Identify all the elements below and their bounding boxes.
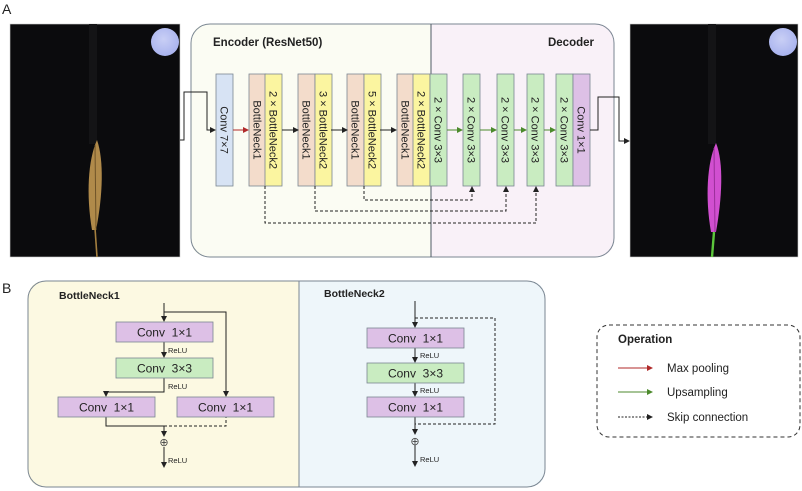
encoder-block-label: 2 × BottleNeck2 bbox=[415, 91, 427, 169]
bn1-relu-2: ReLU bbox=[168, 382, 187, 391]
bn2-conv3x3: Conv 3×3 bbox=[366, 362, 465, 384]
svg-text:Max pooling: Max pooling bbox=[667, 363, 729, 375]
decoder-block-4: 2 × Conv 3×3 bbox=[526, 73, 545, 187]
bn1-conv1x1-a: Conv 1×1 bbox=[115, 321, 214, 343]
encoder-block-4: BottleNeck1 bbox=[297, 73, 316, 187]
bn2-relu-out: ReLU bbox=[420, 455, 439, 464]
decoder-block-2: 2 × Conv 3×3 bbox=[462, 73, 481, 187]
bn1-conv3x3: Conv 3×3 bbox=[115, 357, 214, 379]
svg-text:Conv 1×1: Conv 1×1 bbox=[388, 332, 443, 346]
segmented-spike-icon bbox=[707, 143, 722, 258]
encoder-block-9: 2 × BottleNeck2 bbox=[412, 73, 431, 187]
svg-text:Conv 1×1: Conv 1×1 bbox=[388, 401, 443, 415]
panel-label-a: A bbox=[2, 1, 12, 17]
decoder-block-5: 2 × Conv 3×3 bbox=[555, 73, 574, 187]
svg-text:Upsampling: Upsampling bbox=[667, 387, 728, 399]
bn2-relu-1: ReLU bbox=[420, 351, 439, 360]
encoder-block-label: Conv 7×7 bbox=[218, 106, 230, 153]
legend: Operation Max pooling Upsampling Skip co… bbox=[596, 324, 801, 438]
decoder-block-3: 2 × Conv 3×3 bbox=[496, 73, 515, 187]
svg-text:Conv 1×1: Conv 1×1 bbox=[198, 401, 253, 415]
encoder-block-label: BottleNeck1 bbox=[399, 100, 411, 159]
bottleneck2-diagram: BottleNeck2 Conv 1×1 ReLU Conv 3×3 ReLU … bbox=[324, 288, 496, 467]
encoder-block-label: 2 × BottleNeck2 bbox=[267, 91, 279, 169]
input-to-encoder-arrow bbox=[180, 91, 216, 141]
svg-text:Conv 1×1: Conv 1×1 bbox=[137, 326, 192, 340]
output-image bbox=[629, 23, 799, 258]
bottleneck1-title: BottleNeck1 bbox=[59, 290, 120, 302]
decoder-block-label: Conv 1×1 bbox=[575, 106, 587, 153]
encoder-block-1: Conv 7×7 bbox=[215, 73, 234, 187]
calibration-disc-icon bbox=[769, 28, 797, 56]
bn1-conv1x1-shortcut: Conv 1×1 bbox=[176, 396, 275, 418]
encoder-block-label: BottleNeck1 bbox=[300, 100, 312, 159]
svg-text:Skip connection: Skip connection bbox=[667, 412, 748, 424]
decoder-blocks: 2 × Conv 3×3 2 × Conv 3×3 2 × Conv 3×3 2 × … bbox=[429, 73, 591, 187]
svg-text:Conv 3×3: Conv 3×3 bbox=[137, 362, 192, 376]
bottleneck-container bbox=[27, 280, 546, 488]
bn1-conv1x1-c: Conv 1×1 bbox=[57, 396, 156, 418]
encoder-block-6: BottleNeck1 bbox=[346, 73, 365, 187]
legend-item-upsampling: Upsampling bbox=[618, 387, 728, 399]
bn2-sum-icon: ⊕ bbox=[410, 436, 419, 448]
encoder-blocks: Conv 7×7 BottleNeck1 2 × BottleNeck2 Bottle… bbox=[215, 73, 431, 187]
decoder-block-label: 2 × Conv 3×3 bbox=[499, 97, 511, 163]
bn2-conv1x1-a: Conv 1×1 bbox=[366, 327, 465, 349]
legend-item-max-pooling: Max pooling bbox=[618, 363, 729, 375]
encoder-block-5: 3 × BottleNeck2 bbox=[314, 73, 333, 187]
decoder-block-6: Conv 1×1 bbox=[572, 73, 591, 187]
legend-title: Operation bbox=[618, 334, 672, 346]
encoder-block-label: BottleNeck1 bbox=[349, 100, 361, 159]
decoder-block-label: 2 × Conv 3×3 bbox=[529, 97, 541, 163]
encoder-block-8: BottleNeck1 bbox=[396, 73, 415, 187]
decoder-to-output-arrow bbox=[590, 96, 630, 144]
encoder-block-label: 5 × BottleNeck2 bbox=[366, 91, 378, 169]
bottleneck1-diagram: BottleNeck1 Conv 1×1 ReLU Conv 3×3 ReLU … bbox=[57, 290, 275, 468]
wheat-spike-icon bbox=[88, 140, 102, 258]
bn2-relu-2: ReLU bbox=[420, 386, 439, 395]
bn1-relu-out: ReLU bbox=[168, 456, 187, 465]
bottleneck2-title: BottleNeck2 bbox=[324, 288, 385, 300]
bn2-conv1x1-c: Conv 1×1 bbox=[366, 396, 465, 418]
panel-label-b: B bbox=[2, 280, 11, 296]
skip-connection-3 bbox=[363, 186, 475, 201]
decoder-title: Decoder bbox=[548, 37, 595, 49]
flow-arrows bbox=[180, 91, 630, 224]
bn1-sum-icon: ⊕ bbox=[159, 437, 168, 449]
encoder-block-label: 3 × BottleNeck2 bbox=[317, 91, 329, 169]
encoder-title: Encoder (ResNet50) bbox=[213, 37, 322, 49]
svg-text:Conv 1×1: Conv 1×1 bbox=[79, 401, 134, 415]
legend-item-skip-connection: Skip connection bbox=[618, 412, 748, 424]
decoder-block-label: 2 × Conv 3×3 bbox=[432, 97, 444, 163]
decoder-block-1: 2 × Conv 3×3 bbox=[429, 73, 448, 187]
calibration-disc-icon bbox=[151, 28, 179, 56]
skip-connection-1 bbox=[264, 186, 539, 224]
encoder-block-7: 5 × BottleNeck2 bbox=[363, 73, 382, 187]
encoder-block-label: BottleNeck1 bbox=[251, 100, 263, 159]
decoder-block-label: 2 × Conv 3×3 bbox=[465, 97, 477, 163]
input-image bbox=[9, 23, 181, 258]
bn1-relu-1: ReLU bbox=[168, 346, 187, 355]
encoder-block-2: BottleNeck1 bbox=[248, 73, 267, 187]
skip-connection-2 bbox=[314, 186, 509, 212]
svg-text:Conv 3×3: Conv 3×3 bbox=[388, 367, 443, 381]
decoder-block-label: 2 × Conv 3×3 bbox=[558, 97, 570, 163]
encoder-block-3: 2 × BottleNeck2 bbox=[264, 73, 283, 187]
